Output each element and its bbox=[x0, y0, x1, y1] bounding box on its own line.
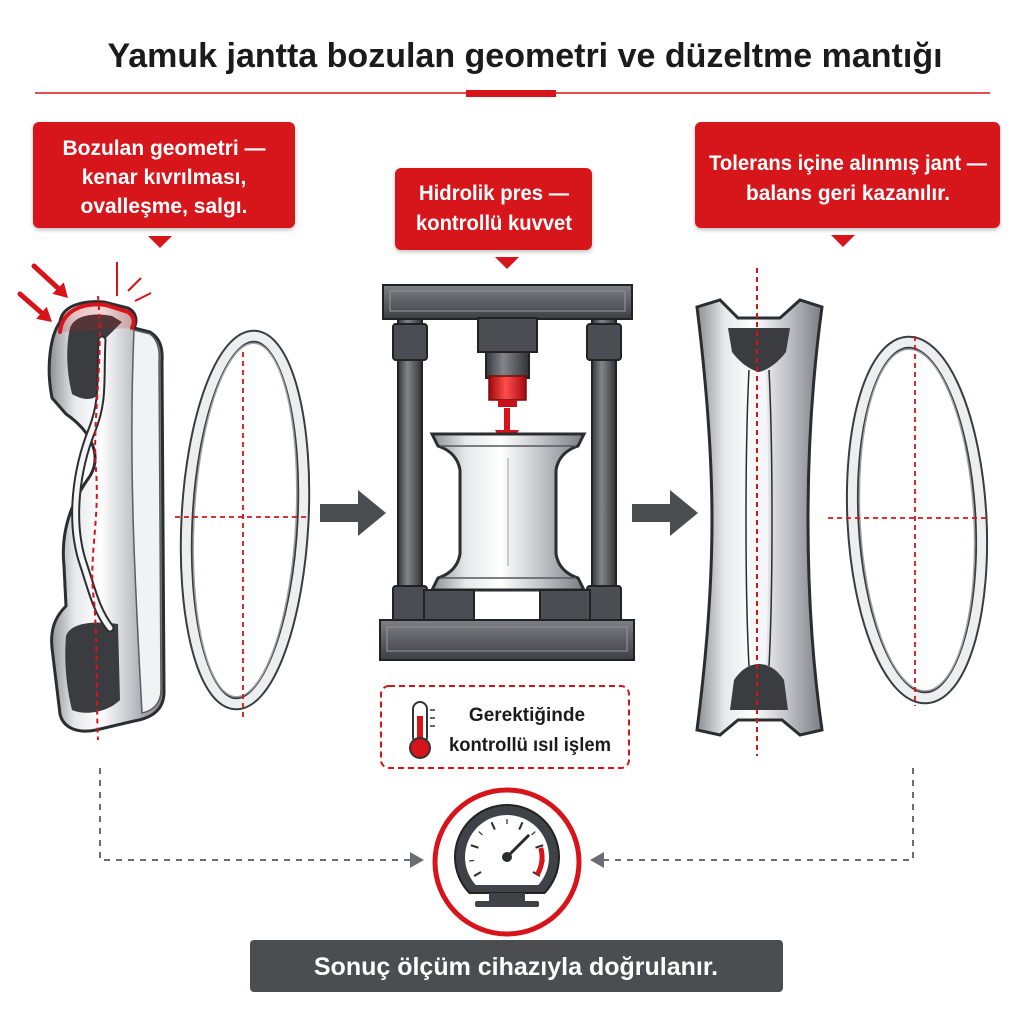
gauge-base bbox=[475, 901, 539, 907]
press-support-left bbox=[423, 589, 475, 623]
callout-press-line-2: kontrollü kuvvet bbox=[416, 212, 572, 235]
corrected-rim-profile bbox=[695, 268, 824, 756]
press-ram-head bbox=[477, 317, 538, 353]
crack-marks bbox=[116, 262, 152, 302]
damaged-rim-axis-dashed bbox=[91, 295, 101, 741]
corrected-rim-bottom-chamber bbox=[730, 664, 788, 710]
callout-damaged-box bbox=[33, 122, 295, 228]
damaged-rim-barrel-face bbox=[131, 329, 162, 714]
dashed-arrow-icon bbox=[590, 852, 604, 868]
damaged-rim-top-chamber bbox=[67, 314, 122, 399]
press-support-right bbox=[539, 589, 591, 623]
callout-corrected-box bbox=[695, 122, 1000, 228]
gauge-stand bbox=[489, 893, 525, 901]
damaged-rim-bottom-chamber bbox=[65, 622, 120, 713]
callout-damaged: Bozulan geometri — kenar kıvrılması, ova… bbox=[33, 122, 295, 248]
impact-arrow-icon bbox=[31, 263, 68, 298]
damaged-rim-profile bbox=[17, 262, 166, 741]
gauge-tick bbox=[473, 871, 482, 877]
press-column-right bbox=[591, 317, 617, 623]
impact-arrow-icon bbox=[17, 291, 52, 322]
callout-damaged-line-1: Bozulan geometri — bbox=[62, 137, 265, 160]
callout-corrected-line-1: Tolerans içine alınmış jant — bbox=[709, 152, 987, 175]
press-column-left bbox=[397, 317, 423, 623]
arrow-right-icon bbox=[632, 490, 698, 536]
page-title: Yamuk jantta bozulan geometri ve düzeltm… bbox=[107, 37, 942, 75]
corrected-rim-top-chamber bbox=[728, 328, 790, 372]
callout-damaged-line-2: kenar kıvrılması, bbox=[82, 166, 247, 189]
callout-press: Hidrolik pres — kontrollü kuvvet bbox=[395, 168, 592, 269]
arrow-right-icon bbox=[320, 490, 386, 536]
press-top-beam bbox=[382, 284, 633, 320]
oval-ring-corrected bbox=[828, 335, 989, 706]
gauge-tick bbox=[470, 844, 479, 849]
press-cylinder bbox=[485, 351, 530, 379]
result-banner: Sonuç ölçüm cihazıyla doğrulanır. bbox=[250, 940, 783, 992]
callout-corrected-line-2: balans geri kazanılır. bbox=[746, 182, 950, 205]
connector-left bbox=[99, 768, 424, 868]
thermometer-icon bbox=[409, 701, 435, 759]
callout-damaged-pointer bbox=[148, 236, 172, 248]
gauge-tick bbox=[490, 821, 496, 831]
gauge-icon bbox=[432, 787, 582, 937]
heat-treatment-line-2: kontrollü ısıl işlem bbox=[449, 735, 611, 756]
heat-treatment-note: Gerektiğinde kontrollü ısıl işlem bbox=[380, 685, 630, 769]
oval-ring-damaged bbox=[175, 329, 311, 720]
gauge-red-zone bbox=[535, 847, 545, 876]
gauge-tick bbox=[535, 844, 544, 849]
gauge-face bbox=[465, 814, 549, 885]
callout-damaged-line-3: ovalleşme, salgı. bbox=[81, 195, 248, 218]
callout-corrected: Tolerans içine alınmış jant — balans ger… bbox=[695, 122, 1000, 247]
gauge-hub bbox=[502, 852, 512, 862]
press-piston bbox=[488, 375, 527, 401]
dashed-arrow-icon bbox=[410, 852, 424, 868]
callout-press-pointer bbox=[495, 257, 519, 269]
connector-right bbox=[590, 768, 914, 868]
heat-treatment-line-1: Gerektiğinde bbox=[469, 705, 585, 726]
heat-treatment-box bbox=[380, 685, 630, 769]
gauge-tick bbox=[518, 821, 524, 831]
callout-press-line-1: Hidrolik pres — bbox=[419, 182, 569, 205]
hydraulic-press bbox=[379, 284, 635, 661]
result-label: Sonuç ölçüm cihazıyla doğrulanır. bbox=[314, 953, 718, 981]
callout-press-box bbox=[395, 168, 592, 250]
press-base bbox=[379, 619, 635, 661]
result-box bbox=[250, 940, 783, 992]
gauge-tick bbox=[531, 831, 536, 836]
damaged-lip-highlight bbox=[58, 302, 136, 334]
title-divider-accent bbox=[466, 90, 556, 97]
gauge-tick bbox=[478, 831, 483, 836]
gauge-tick bbox=[469, 859, 475, 862]
callout-corrected-pointer bbox=[831, 235, 855, 247]
